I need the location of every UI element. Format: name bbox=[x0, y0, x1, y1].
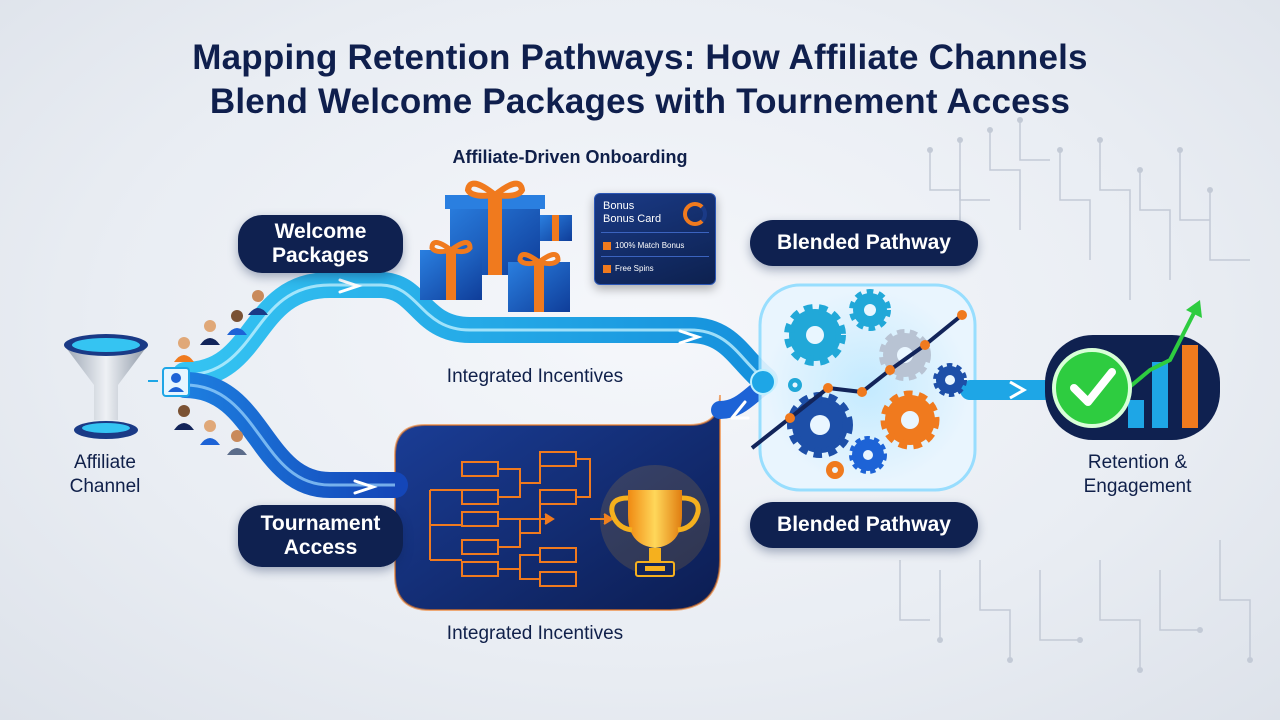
blended-pathway-top-node[interactable]: Blended Pathway bbox=[750, 220, 978, 266]
integrated-incentives-top-label: Integrated Incentives bbox=[446, 366, 624, 387]
bonus-logo-icon bbox=[683, 202, 707, 226]
tournament-access-node[interactable]: Tournament Access bbox=[238, 505, 403, 567]
tournament-label-line1: Tournament bbox=[260, 512, 381, 535]
welcome-label-line1: Welcome bbox=[274, 220, 367, 243]
retention-engagement-label: Retention & Engagement bbox=[1050, 451, 1225, 499]
blended-pathway-bottom-node[interactable]: Blended Pathway bbox=[750, 502, 978, 548]
funnel-icon bbox=[64, 334, 148, 439]
bar-chart-icon bbox=[1118, 300, 1202, 428]
onboarding-label: Affiliate-Driven Onboarding bbox=[452, 147, 688, 167]
bracket-icon bbox=[429, 451, 614, 587]
welcome-packages-node[interactable]: Welcome Packages bbox=[238, 215, 403, 273]
tournament-panel bbox=[394, 394, 721, 611]
tournament-label-line2: Access bbox=[283, 536, 358, 559]
bonus-item-match: 100% Match Bonus bbox=[615, 241, 685, 250]
bonus-item-spins: Free Spins bbox=[615, 264, 654, 273]
gift-box-icon bbox=[420, 180, 572, 312]
retention-label-line2: Engagement bbox=[1083, 476, 1192, 497]
affiliate-label-line2: Channel bbox=[69, 476, 141, 497]
checkmark-icon bbox=[1052, 348, 1132, 428]
trend-line-icon bbox=[750, 310, 967, 450]
page-title-line2: Blend Welcome Packages with Tournement A… bbox=[209, 82, 1071, 121]
affiliate-channel-label: Affiliate Channel bbox=[40, 451, 170, 499]
circuit-decoration bbox=[899, 120, 1251, 670]
page-title-line1: Mapping Retention Pathways: How Affiliat… bbox=[192, 38, 1088, 77]
affiliate-label-line1: Affiliate bbox=[74, 452, 136, 473]
trophy-icon bbox=[600, 465, 710, 577]
bonus-card-title-line1: Bonus bbox=[603, 200, 635, 212]
arrow-icon bbox=[338, 278, 750, 495]
people-icon bbox=[174, 290, 268, 455]
integrated-incentives-bottom-label: Integrated Incentives bbox=[446, 623, 624, 644]
bonus-card-title-line2: Bonus Card bbox=[603, 213, 662, 225]
retention-label-line1: Retention & bbox=[1087, 452, 1188, 473]
bonus-card-icon: Bonus Bonus Card 100% Match Bonus Free S… bbox=[594, 193, 716, 285]
welcome-label-line2: Packages bbox=[272, 244, 369, 267]
